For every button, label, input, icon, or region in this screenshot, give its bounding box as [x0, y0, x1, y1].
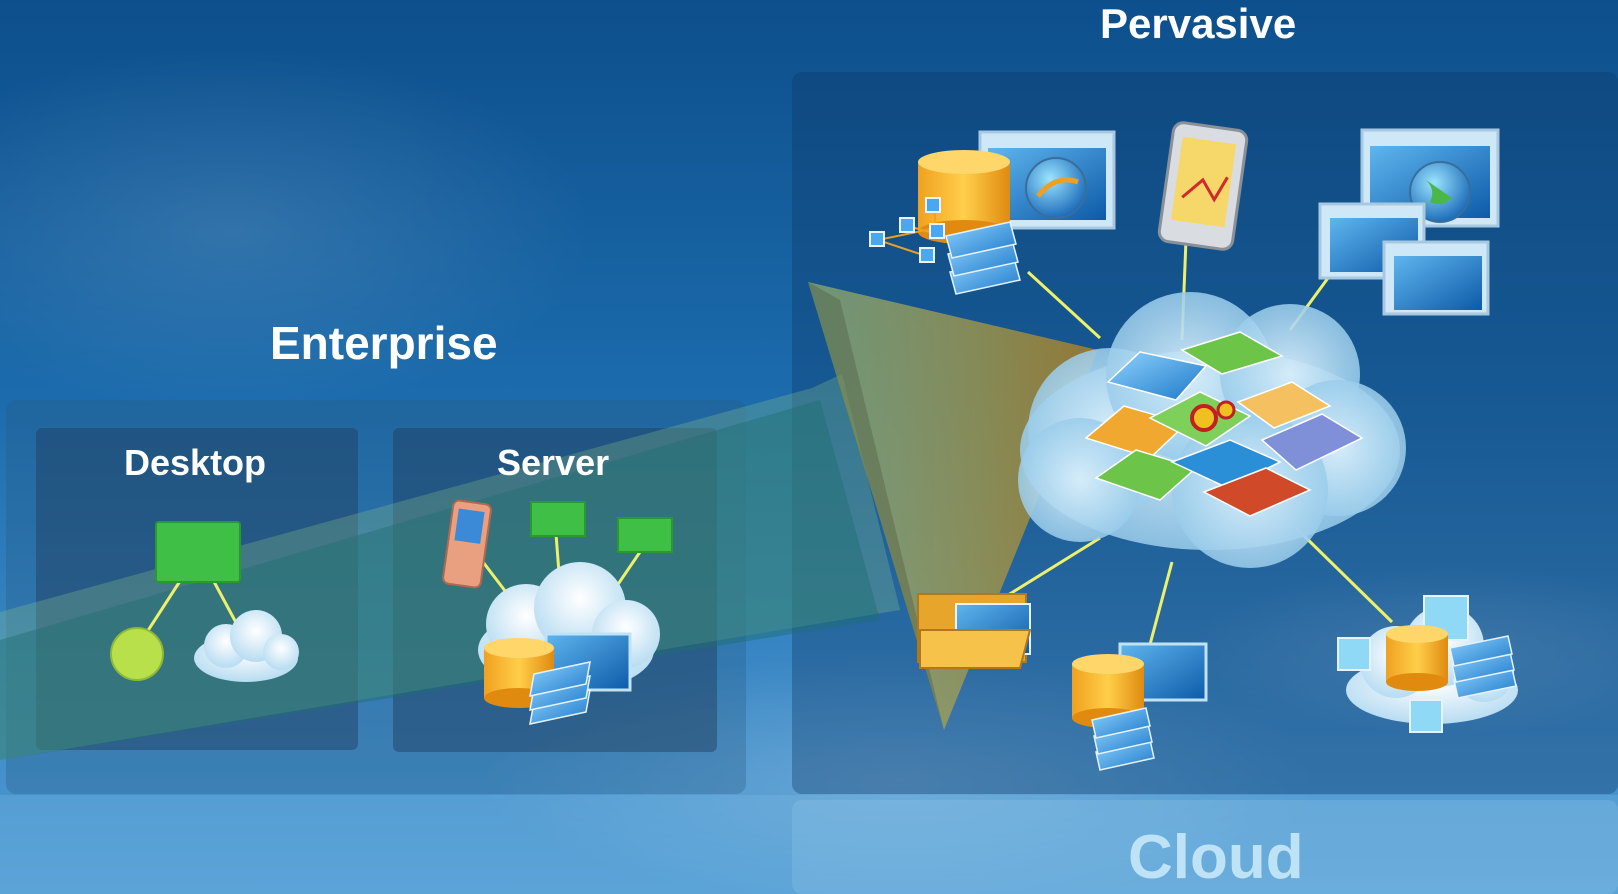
- database-icon: [1386, 625, 1448, 691]
- server-title: Server: [497, 442, 610, 483]
- cloud-icon: [194, 610, 299, 682]
- database-icon: [1072, 654, 1144, 728]
- layers-icon: [945, 221, 1021, 295]
- lime-circle-icon: [110, 627, 164, 681]
- mobile-phone-icon: [442, 499, 492, 589]
- layers-icon: [529, 661, 591, 725]
- pervasive-title: Pervasive: [1100, 0, 1297, 47]
- green-box-icon: [530, 501, 586, 537]
- enterprise-title: Enterprise: [270, 317, 498, 369]
- layers-icon: [1091, 707, 1155, 771]
- folder-icon: [917, 593, 1032, 669]
- desktop-title: Desktop: [124, 442, 267, 483]
- layers-icon: [1449, 635, 1517, 699]
- bottom-band: [0, 795, 1618, 894]
- server-diagram: [442, 499, 673, 725]
- green-box-icon: [617, 517, 673, 553]
- smartphone-map-icon: [1157, 121, 1249, 251]
- window-icon: [1382, 240, 1490, 316]
- map-layers-icon: [1084, 331, 1364, 517]
- cloud-title: Cloud: [1128, 823, 1304, 892]
- green-box-icon: [155, 521, 241, 583]
- cloud-panel: [792, 800, 1618, 894]
- network-nodes-icon: [869, 197, 945, 263]
- desktop-box: [36, 428, 358, 750]
- desktop-diagram: [110, 521, 299, 682]
